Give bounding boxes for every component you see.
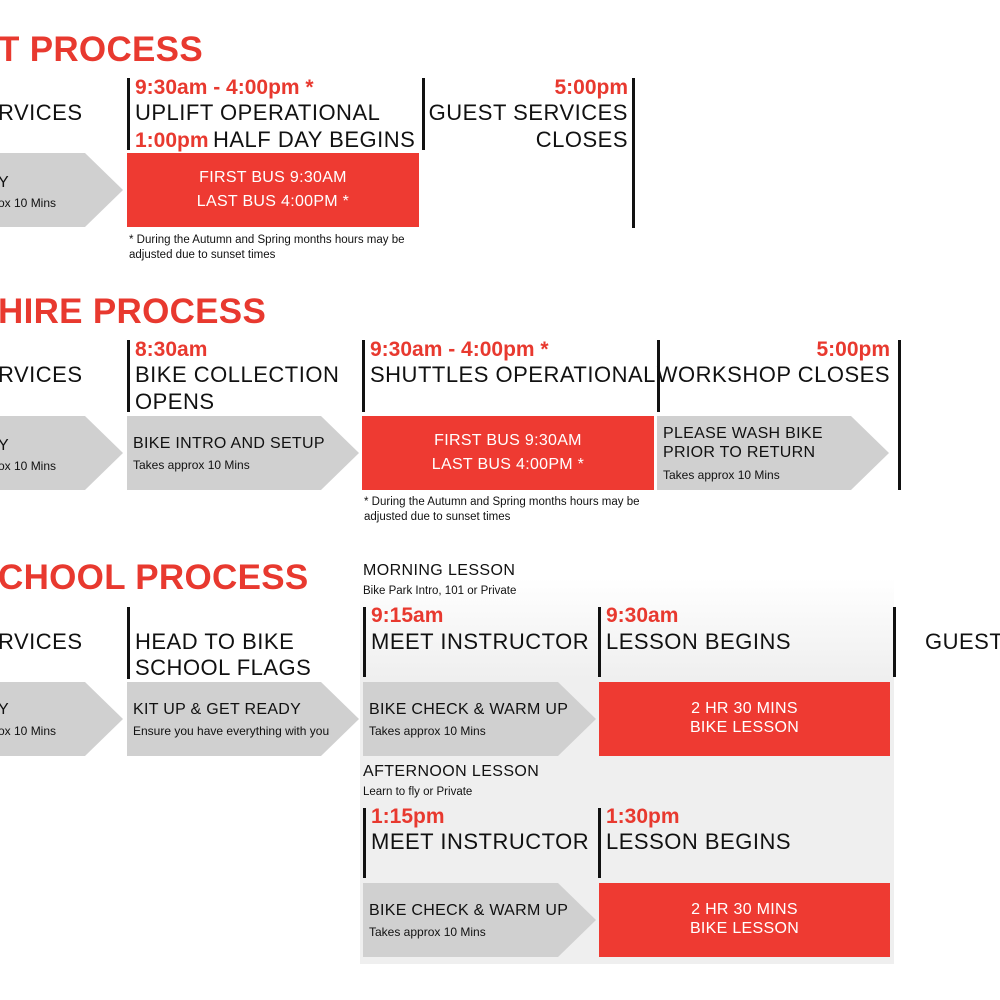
afternoon-lesson-sub: Learn to fly or Private bbox=[363, 786, 473, 798]
afternoon-divider-2 bbox=[598, 808, 601, 878]
hire-bus-times-box: FIRST BUS 9:30AM LAST BUS 4:00PM * bbox=[362, 416, 654, 490]
school-step-1-main: Y bbox=[0, 701, 9, 718]
school-head-label-1: HEAD TO BIKE bbox=[135, 629, 295, 654]
afternoon-warmup-arrow: BIKE CHECK & WARM UP Takes approx 10 Min… bbox=[363, 883, 596, 957]
uplift-divider-2 bbox=[422, 78, 425, 150]
school-step-2-sub: Ensure you have everything with you bbox=[133, 724, 330, 738]
uplift-divider-3 bbox=[632, 78, 635, 228]
hire-collection-label-2: OPENS bbox=[135, 389, 215, 414]
hire-divider-1 bbox=[127, 340, 130, 412]
afternoon-lesson-type: BIKE LESSON bbox=[689, 920, 800, 937]
uplift-process-title: T PROCESS bbox=[0, 30, 203, 69]
afternoon-warmup-sub: Takes approx 10 Mins bbox=[369, 925, 486, 939]
morning-divider-1 bbox=[363, 607, 366, 677]
uplift-close-label-2: CLOSES bbox=[535, 127, 628, 152]
uplift-close-time: 5:00pm bbox=[554, 76, 628, 99]
hire-divider-3 bbox=[657, 340, 660, 412]
uplift-step-main: Y bbox=[0, 174, 9, 191]
uplift-close-label-1: GUEST SERVICES bbox=[428, 100, 628, 125]
hire-step-3-sub: Takes approx 10 Mins bbox=[663, 468, 780, 482]
morning-lesson-heading: MORNING LESSON bbox=[363, 562, 516, 579]
morning-lesson-duration: 2 HR 30 MINS bbox=[691, 700, 798, 717]
uplift-last-bus: LAST BUS 4:00PM * bbox=[196, 193, 350, 210]
hire-step-1-main: Y bbox=[0, 437, 9, 454]
hire-sunset-note: * During the Autumn and Spring months ho… bbox=[364, 496, 640, 523]
hire-step-3-main-2: PRIOR TO RETURN bbox=[663, 444, 816, 461]
afternoon-meet-time: 1:15pm bbox=[371, 805, 445, 828]
hire-guest-services-label: RVICES bbox=[0, 362, 83, 387]
hire-step-2-sub: Takes approx 10 Mins bbox=[133, 458, 250, 472]
hire-step-1-sub: ox 10 Mins bbox=[0, 459, 57, 473]
afternoon-meet-label: MEET INSTRUCTOR bbox=[371, 829, 590, 854]
hire-shuttle-time: 9:30am - 4:00pm * bbox=[370, 338, 549, 361]
hire-last-bus: LAST BUS 4:00PM * bbox=[431, 456, 585, 473]
morning-divider-2 bbox=[598, 607, 601, 677]
school-step-1-sub: ox 10 Mins bbox=[0, 724, 57, 738]
morning-lesson-sub: Bike Park Intro, 101 or Private bbox=[363, 585, 517, 597]
school-step-arrow-1: Y ox 10 Mins bbox=[0, 682, 123, 756]
afternoon-lesson-box: 2 HR 30 MINS BIKE LESSON bbox=[599, 883, 890, 957]
hire-workshop-time: 5:00pm bbox=[816, 338, 890, 361]
hire-shuttle-label: SHUTTLES OPERATIONAL bbox=[370, 362, 656, 387]
school-divider-1 bbox=[127, 607, 130, 679]
school-morning-fade bbox=[360, 578, 894, 678]
half-day-label: HALF DAY BEGINS bbox=[212, 127, 416, 152]
afternoon-lesson-duration: 2 HR 30 MINS bbox=[691, 901, 798, 918]
afternoon-divider-1 bbox=[363, 808, 366, 878]
morning-warmup-arrow: BIKE CHECK & WARM UP Takes approx 10 Min… bbox=[363, 682, 596, 756]
morning-lesson-type: BIKE LESSON bbox=[689, 719, 800, 736]
hire-divider-2 bbox=[362, 340, 365, 412]
uplift-sunset-note: * During the Autumn and Spring months ho… bbox=[129, 234, 405, 261]
uplift-divider-1 bbox=[127, 78, 130, 150]
half-day-time: 1:00pm bbox=[135, 129, 209, 152]
hire-collection-label-1: BIKE COLLECTION bbox=[135, 362, 340, 387]
hire-workshop-label: WORKSHOP CLOSES bbox=[656, 362, 890, 387]
uplift-guest-services-label: RVICES bbox=[0, 100, 83, 125]
morning-warmup-main: BIKE CHECK & WARM UP bbox=[369, 701, 569, 718]
afternoon-warmup-main: BIKE CHECK & WARM UP bbox=[369, 902, 569, 919]
morning-begin-time: 9:30am bbox=[606, 604, 679, 627]
morning-meet-label: MEET INSTRUCTOR bbox=[371, 629, 590, 654]
hire-first-bus: FIRST BUS 9:30AM bbox=[434, 432, 582, 449]
hire-divider-4 bbox=[898, 340, 901, 490]
school-divider-right bbox=[893, 607, 896, 677]
morning-lesson-box: 2 HR 30 MINS BIKE LESSON bbox=[599, 682, 890, 756]
school-step-arrow-2: KIT UP & GET READY Ensure you have every… bbox=[127, 682, 359, 756]
morning-meet-time: 9:15am bbox=[371, 604, 444, 627]
hire-step-3-main-1: PLEASE WASH BIKE bbox=[663, 425, 823, 442]
hire-step-arrow-1: Y ox 10 Mins bbox=[0, 416, 123, 490]
school-process-title: CHOOL PROCESS bbox=[0, 558, 309, 597]
afternoon-begin-time: 1:30pm bbox=[606, 805, 680, 828]
school-head-label-2: SCHOOL FLAGS bbox=[135, 655, 312, 680]
school-guest-services-label: RVICES bbox=[0, 629, 83, 654]
hire-collection-time: 8:30am bbox=[135, 338, 208, 361]
school-step-2-main: KIT UP & GET READY bbox=[133, 701, 302, 718]
hire-step-arrow-2: BIKE INTRO AND SETUP Takes approx 10 Min… bbox=[127, 416, 359, 490]
uplift-step-sub: ox 10 Mins bbox=[0, 196, 57, 210]
uplift-operational-label: UPLIFT OPERATIONAL bbox=[135, 100, 381, 125]
hire-step-2-main: BIKE INTRO AND SETUP bbox=[133, 435, 325, 452]
uplift-operational-time: 9:30am - 4:00pm * bbox=[135, 76, 314, 99]
uplift-first-bus: FIRST BUS 9:30AM bbox=[199, 169, 347, 186]
morning-begin-label: LESSON BEGINS bbox=[606, 629, 792, 654]
hire-process-title: HIRE PROCESS bbox=[0, 292, 267, 331]
uplift-half-day: 1:00pm HALF DAY BEGINS bbox=[135, 127, 415, 153]
morning-warmup-sub: Takes approx 10 Mins bbox=[369, 724, 486, 738]
afternoon-begin-label: LESSON BEGINS bbox=[606, 829, 792, 854]
uplift-step-arrow: Y ox 10 Mins bbox=[0, 153, 123, 227]
afternoon-lesson-heading: AFTERNOON LESSON bbox=[363, 763, 540, 780]
school-guest-right-label: GUEST bbox=[925, 629, 1000, 654]
uplift-bus-times-box: FIRST BUS 9:30AM LAST BUS 4:00PM * bbox=[127, 153, 419, 227]
hire-step-arrow-3: PLEASE WASH BIKE PRIOR TO RETURN Takes a… bbox=[657, 416, 889, 490]
